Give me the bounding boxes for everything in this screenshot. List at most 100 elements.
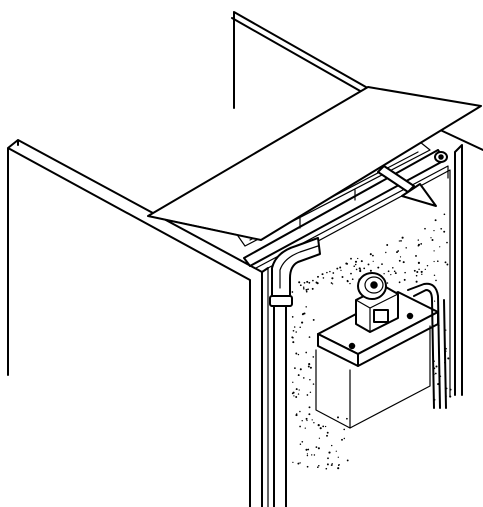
- lining-speckle: [339, 266, 342, 269]
- lining-speckle: [367, 263, 370, 266]
- lining-speckle: [386, 282, 389, 284]
- lining-speckle: [318, 464, 320, 467]
- lining-speckle: [372, 260, 374, 262]
- lining-speckle: [343, 428, 346, 431]
- lining-speckle: [402, 261, 405, 264]
- right-hose-line: [443, 299, 447, 409]
- hinged-top-panel[interactable]: [147, 86, 482, 241]
- lining-speckle: [431, 239, 434, 241]
- lining-speckle: [301, 420, 303, 422]
- lining-speckle: [398, 240, 401, 242]
- lining-speckle: [433, 260, 435, 263]
- lining-speckle: [294, 367, 296, 369]
- lining-speckle: [292, 341, 295, 344]
- lining-speckle: [363, 267, 366, 270]
- lining-speckle: [311, 419, 313, 421]
- lining-speckle: [357, 257, 359, 260]
- lining-speckle: [377, 266, 380, 269]
- lining-speckle: [444, 261, 447, 264]
- lining-speckle: [346, 459, 349, 462]
- removal-direction-arrow: [377, 165, 437, 207]
- flexible-hose: [269, 237, 321, 507]
- lining-speckle: [433, 250, 435, 252]
- lining-speckle: [337, 416, 339, 419]
- lining-speckle: [306, 280, 309, 283]
- lining-speckle: [336, 267, 339, 270]
- lining-speckle: [313, 454, 316, 456]
- lining-speckle: [341, 276, 344, 278]
- lining-speckle: [295, 396, 298, 398]
- lining-speckle: [303, 281, 306, 284]
- lining-speckle: [449, 395, 452, 398]
- lining-speckle: [417, 261, 420, 264]
- lining-speckle: [301, 440, 304, 443]
- lining-speckle: [306, 419, 308, 422]
- lining-speckle: [326, 463, 329, 466]
- lining-speckle: [332, 272, 335, 274]
- arrow-shaft: [377, 165, 415, 193]
- lining-speckle: [337, 467, 340, 470]
- lining-speckle: [331, 277, 334, 280]
- top-frame-inner-edge: [255, 165, 449, 269]
- top-frame-rail: [243, 149, 446, 267]
- lining-speckle: [317, 447, 320, 450]
- lining-speckle: [355, 268, 358, 271]
- reservoir-filler-cap[interactable]: [355, 272, 399, 333]
- lining-speckle: [421, 273, 423, 276]
- lining-speckle: [312, 356, 315, 358]
- lining-speckle: [317, 275, 319, 278]
- lining-speckle: [446, 241, 448, 244]
- lining-speckle: [327, 457, 329, 460]
- lining-speckle: [291, 336, 294, 339]
- lining-speckle: [443, 230, 446, 233]
- lining-speckle: [404, 271, 406, 274]
- lining-speckle: [346, 279, 349, 282]
- lining-speckle: [420, 270, 423, 273]
- lining-speckle: [322, 277, 325, 279]
- lining-speckle: [315, 446, 318, 448]
- lining-speckle: [447, 357, 450, 360]
- lining-speckle: [317, 466, 319, 469]
- lining-speckle: [305, 290, 308, 293]
- lid-underside-edge: [147, 215, 262, 241]
- filler-neck-window: [373, 309, 389, 323]
- lining-speckle: [417, 244, 420, 247]
- lining-speckle: [302, 286, 305, 289]
- hose-lower-line: [273, 305, 287, 507]
- lining-speckle: [331, 283, 334, 285]
- lining-speckle: [392, 267, 394, 269]
- lining-speckle: [312, 279, 314, 282]
- lining-speckle: [446, 263, 449, 266]
- lining-speckle: [381, 263, 383, 265]
- lining-speckle: [297, 353, 300, 356]
- lining-speckle: [307, 448, 310, 451]
- cabinet-rear-wall-top-edge: [231, 17, 377, 101]
- lining-speckle: [383, 273, 385, 275]
- lining-speckle: [415, 254, 417, 257]
- lining-speckle: [439, 246, 441, 248]
- lining-speckle: [330, 282, 333, 284]
- lining-speckle: [329, 270, 331, 273]
- lining-speckle: [350, 257, 352, 260]
- lining-speckle: [372, 254, 374, 257]
- lining-speckle: [349, 282, 351, 285]
- lining-speckle: [326, 431, 329, 434]
- lining-speckle: [299, 425, 301, 428]
- lining-speckle: [351, 278, 354, 281]
- lining-speckle: [340, 269, 342, 272]
- lining-speckle: [307, 288, 309, 291]
- lining-speckle: [291, 316, 294, 318]
- lining-speckle: [400, 240, 402, 242]
- lining-speckle: [311, 287, 314, 290]
- lining-speckle: [292, 329, 295, 332]
- lining-speckle: [394, 272, 397, 275]
- lining-speckle: [341, 438, 343, 441]
- lining-speckle: [291, 291, 294, 293]
- lining-speckle: [393, 270, 396, 273]
- lining-speckle: [293, 326, 296, 328]
- lining-speckle: [397, 250, 400, 252]
- lining-speckle: [309, 379, 311, 381]
- lining-speckle: [433, 274, 436, 277]
- lining-speckle: [443, 213, 446, 216]
